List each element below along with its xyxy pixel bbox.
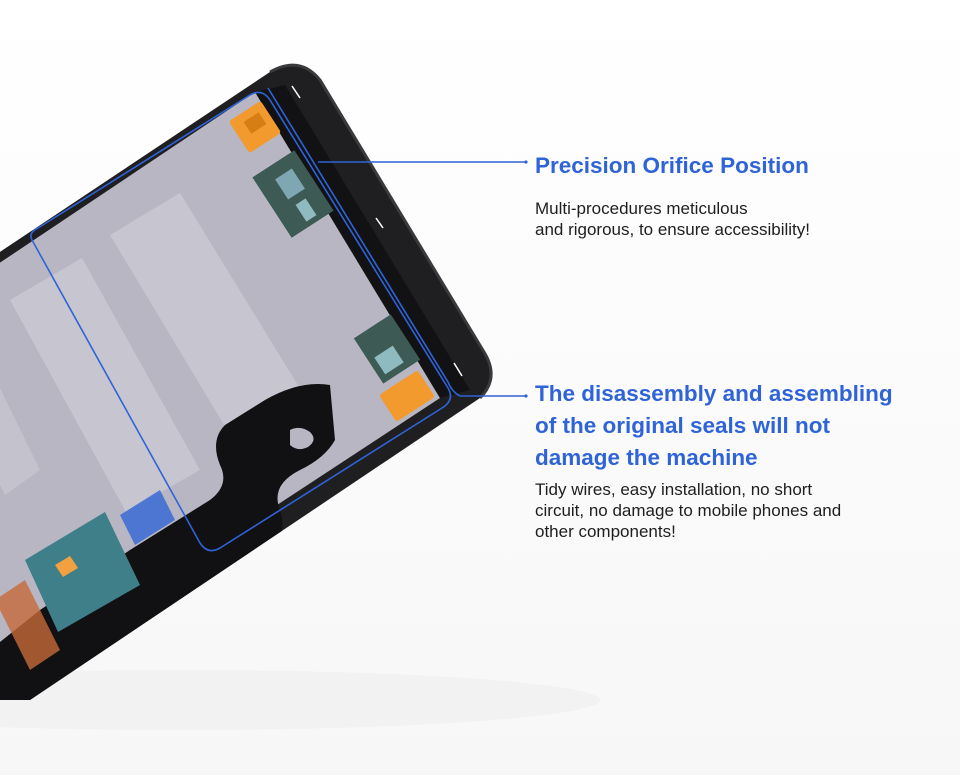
callout-description-seals: Tidy wires, easy installation, no short … (535, 479, 841, 542)
callout-description-line: Multi-procedures meticulous (535, 199, 748, 218)
callout-title-line: Precision Orifice Position (535, 153, 809, 178)
callout-description-line: and rigorous, to ensure accessibility! (535, 220, 810, 239)
callout-title-precision-orifice: Precision Orifice Position (535, 150, 809, 182)
circuit-board-bottom (353, 314, 421, 384)
callout-title-line: damage the machine (535, 445, 758, 470)
callout-description-line: other components! (535, 522, 676, 541)
bottom-connector (380, 371, 434, 421)
highlight-outline-inner (30, 91, 452, 552)
callout-title-line: of the original seals will not (535, 413, 831, 438)
callout-title-seals: The disassembly and assembling of the or… (535, 378, 893, 474)
flex-chip (25, 512, 140, 632)
callout-title-line: The disassembly and assembling (535, 381, 893, 406)
callout-description-precision-orifice: Multi-procedures meticulous and rigorous… (535, 198, 810, 240)
highlight-outline-right (267, 87, 461, 397)
callout-description-line: Tidy wires, easy installation, no short (535, 480, 813, 499)
callout-description-line: circuit, no damage to mobile phones and (535, 501, 842, 520)
